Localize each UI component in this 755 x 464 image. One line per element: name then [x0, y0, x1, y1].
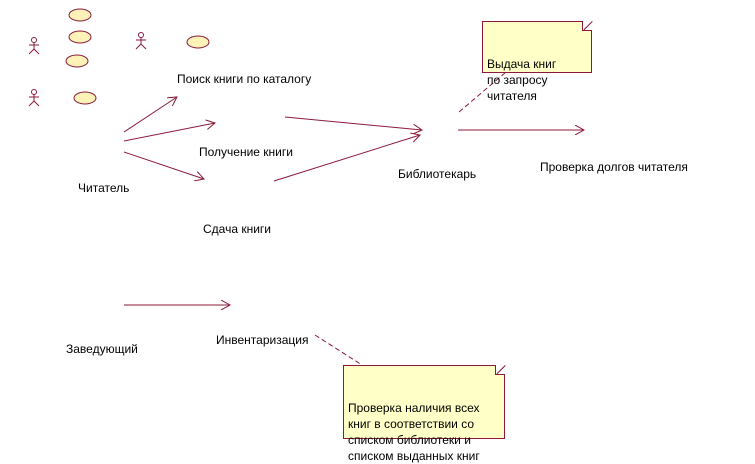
actor-librarian-label[interactable]: Библиотекарь [398, 167, 477, 181]
note-issue-books[interactable]: Выдача книг по запросу читателя [482, 21, 592, 103]
assoc-reader-search[interactable] [123, 97, 177, 133]
usecase-get-book-label[interactable]: Получение книги [199, 145, 293, 159]
usecase-search-catalog-label[interactable]: Поиск книги по каталогу [177, 72, 312, 86]
usecase-inventory-label[interactable]: Инвентаризация [216, 333, 309, 347]
note-inventory-check-text: Проверка наличия всех книг в соответстви… [348, 401, 480, 463]
usecase-check-debts-label[interactable]: Проверка долгов читателя [540, 160, 688, 174]
note-issue-books-text: Выдача книг по запросу читателя [487, 57, 557, 103]
usecase-return-book-label[interactable]: Сдача книги [203, 222, 271, 236]
note-fold-icon [582, 21, 592, 31]
assoc-reader-get[interactable] [123, 123, 215, 142]
note-anchor-issue [458, 71, 507, 113]
assoc-reader-return[interactable] [123, 151, 204, 179]
palette-usecase-icon [65, 8, 210, 105]
actor-manager-label[interactable]: Заведующий [66, 342, 138, 356]
palette-actor-icon [28, 32, 147, 107]
assoc-get-librarian[interactable] [284, 116, 422, 130]
note-fold-icon [495, 365, 505, 375]
actor-reader-label[interactable]: Читатель [78, 181, 130, 195]
assoc-return-librarian[interactable] [273, 135, 420, 182]
note-inventory-check[interactable]: Проверка наличия всех книг в соответстви… [343, 365, 505, 463]
note-anchor-inventory [314, 334, 363, 366]
